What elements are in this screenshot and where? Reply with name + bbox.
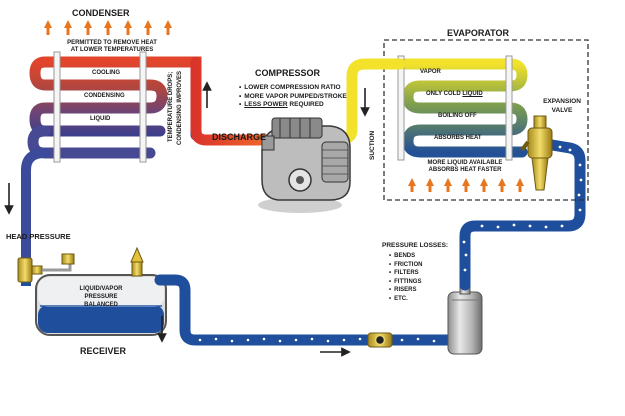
discharge-line — [190, 56, 276, 146]
evaporator-note-1: MORE LIQUID AVAILABLE — [427, 160, 503, 166]
sight-glass — [367, 332, 393, 348]
pressure-loss-item: BENDS — [389, 252, 422, 261]
evaporator-row-vapor: VAPOR — [420, 69, 441, 75]
liquid-line-riser — [459, 139, 586, 291]
evaporator-boundary — [383, 39, 589, 201]
evaporator-title: EVAPORATOR — [447, 28, 510, 38]
less-power-text: LESS POWER — [244, 101, 288, 109]
pressure-losses-list: BENDS FRICTION FILTERS FITTINGS RISERS E… — [389, 252, 422, 304]
evaporator-row-cold-liquid: ONLY COLD LIQUID — [426, 91, 483, 97]
pressure-loss-item: ETC. — [389, 295, 422, 304]
condenser-side-note-2: CONDENSING IMPROVES — [177, 70, 183, 145]
condenser-row-cooling: COOLING — [92, 70, 120, 76]
head-pressure-valve — [17, 253, 75, 283]
evaporator-row-boiling-off: BOILING OFF — [438, 113, 477, 119]
compressor-note-2: MORE VAPOR PUMPED/STROKE — [239, 93, 346, 102]
pressure-losses-title: PRESSURE LOSSES: — [382, 242, 449, 249]
required-text: REQUIRED — [287, 101, 324, 109]
riser-bubbles — [462, 122, 583, 272]
receiver-note-3: BALANCED — [84, 302, 118, 308]
pressure-loss-item: RISERS — [389, 286, 422, 295]
pressure-loss-item: FILTERS — [389, 269, 422, 278]
compressor-note-1: LOWER COMPRESSION RATIO — [239, 84, 347, 93]
condenser-heat-arrows — [44, 20, 172, 35]
receiver-relief-valve — [130, 246, 144, 277]
receiver-tank — [21, 262, 167, 336]
condenser-note-2: AT LOWER TEMPERATURES — [70, 47, 154, 53]
pressure-loss-item: FITTINGS — [389, 278, 422, 287]
expansion-valve-label-1: EXPANSION — [543, 98, 581, 105]
evaporator-row-absorbs-heat: ABSORBS HEAT — [434, 135, 482, 141]
condenser-outlet-line — [21, 148, 50, 267]
expansion-valve-label-2: VALVE — [551, 107, 573, 114]
condenser-row-condensing: CONDENSING — [84, 93, 125, 99]
head-pressure-label: HEAD PRESSURE — [6, 232, 71, 241]
compressor-unit — [258, 117, 351, 213]
condenser-row-liquid: LIQUID — [90, 116, 111, 122]
compressor-title: COMPRESSOR — [255, 68, 321, 78]
expansion-valve — [520, 115, 553, 191]
receiver-note-2: PRESSURE — [84, 294, 118, 300]
condenser-title: CONDENSER — [72, 8, 130, 18]
cold-liquid-underlined: LIQUID — [462, 91, 483, 97]
compressor-note-3: LESS POWER REQUIRED — [239, 101, 347, 110]
cold-liquid-plain: ONLY COLD — [426, 91, 463, 97]
condenser-note-1: PERMITTED TO REMOVE HEAT — [67, 40, 157, 46]
evaporator-note-2: ABSORBS HEAT FASTER — [428, 167, 502, 173]
condenser-side-note-1: TEMPERATURE DROPS; — [168, 71, 174, 142]
liquid-line-bottom — [154, 274, 454, 346]
suction-label: SUCTION — [369, 130, 376, 160]
flow-arrows — [4, 81, 370, 357]
evaporator-coil — [394, 55, 528, 161]
evaporator-heat-arrows — [408, 178, 524, 192]
discharge-label: DISCHARGE — [212, 132, 267, 142]
liquid-line-bubbles — [198, 337, 436, 343]
receiver-label: RECEIVER — [80, 346, 127, 356]
pressure-loss-item: FRICTION — [389, 261, 422, 270]
suction-line — [338, 58, 406, 144]
compressor-notes: LOWER COMPRESSION RATIO MORE VAPOR PUMPE… — [239, 84, 347, 110]
receiver-note-1: LIQUID/VAPOR — [79, 286, 123, 292]
